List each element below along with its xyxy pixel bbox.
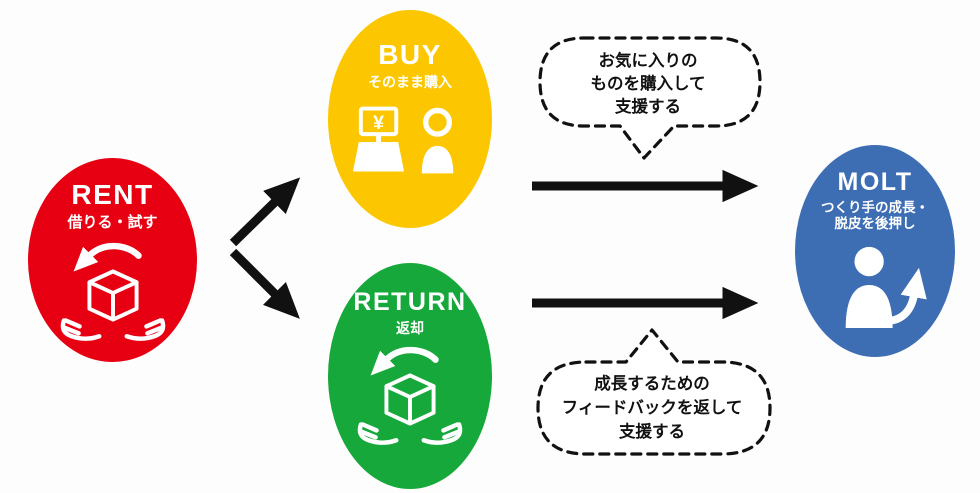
speech-bubble-return-support <box>536 328 772 456</box>
rent-subtitle: 借りる・試す <box>67 213 158 231</box>
arrow-rent-to-buy <box>229 177 301 247</box>
buy-support-text: お気に入りの ものを購入して 支援する <box>538 50 758 119</box>
buy-support-line-2: ものを購入して <box>590 75 706 93</box>
rotate-arrow-box-in-hands-icon <box>60 242 165 341</box>
arrow-rent-to-return <box>229 248 300 319</box>
return-support-line-2: フィードバックを返して <box>561 399 743 417</box>
molt-subtitle-line-2: 脱皮を後押し <box>834 216 916 232</box>
molt-subtitle-line-1: つくり手の成長・ <box>821 199 929 215</box>
return-arrow-box-in-hands-icon <box>357 346 463 445</box>
buy-title: BUY <box>378 39 442 70</box>
return-title: RETURN <box>353 288 467 316</box>
buy-support-line-3: 支援する <box>615 98 681 116</box>
yen-sign: ¥ <box>373 112 384 134</box>
buy-subtitle: そのまま購入 <box>368 73 452 90</box>
node-molt: MOLT つくり手の成長・ 脱皮を後押し <box>795 145 955 357</box>
return-support-line-3: 支援する <box>619 423 685 441</box>
return-support-text: 成長するための フィードバックを返して 支援する <box>532 372 772 444</box>
register-base <box>352 142 405 172</box>
return-subtitle: 返却 <box>396 319 424 336</box>
node-buy: BUY そのまま購入 ¥ <box>328 10 492 228</box>
buy-support-line-1: お気に入りの <box>598 52 698 70</box>
node-return: RETURN 返却 <box>328 263 492 489</box>
rent-title: RENT <box>71 179 154 210</box>
person-growth-arrow-icon <box>845 247 927 329</box>
molt-title: MOLT <box>837 168 913 196</box>
cash-register-and-customer-icon: ¥ <box>352 106 454 174</box>
return-support-line-1: 成長するための <box>594 375 710 393</box>
speech-bubble-buy-support <box>538 36 762 160</box>
node-rent: RENT 借りる・試す <box>28 158 197 362</box>
